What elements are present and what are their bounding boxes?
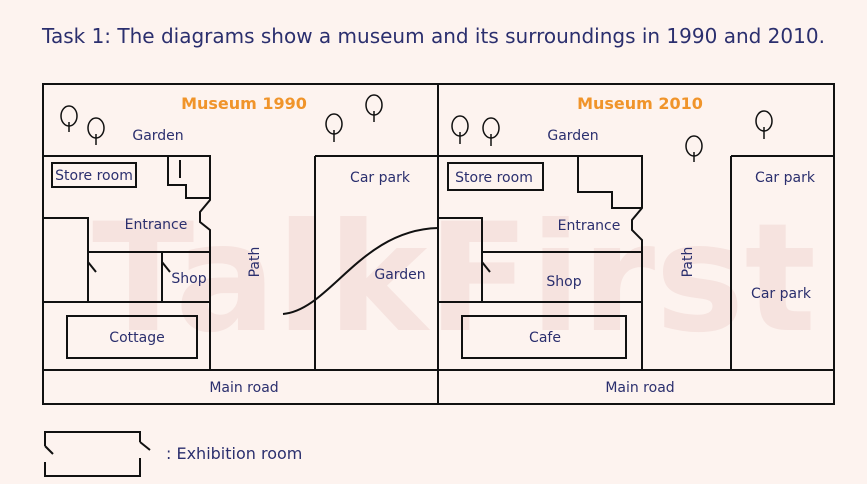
map-2010-border <box>437 83 835 405</box>
small-room-1990 <box>167 156 210 199</box>
main-road-label: Main road <box>209 380 278 396</box>
step-room-2010 <box>577 156 642 209</box>
tree-icon <box>325 113 343 142</box>
museum-building-outline <box>43 155 211 370</box>
entrance-label: Entrance <box>558 218 621 234</box>
store-room-label: Store room <box>55 168 133 184</box>
map-2010: Museum 2010 Garden Store room Entrance S… <box>437 83 835 405</box>
left-room-wall <box>43 217 210 253</box>
cafe-label: Cafe <box>529 330 561 346</box>
car-park-bottom-label: Car park <box>751 286 812 302</box>
museum-building-outline <box>438 155 643 370</box>
tree-icon <box>87 117 105 145</box>
diagram-title: Task 1: The diagrams show a museum and i… <box>42 24 825 48</box>
map-1990-title: Museum 1990 <box>181 94 307 113</box>
tree-icon <box>451 115 469 144</box>
tree-icon <box>755 110 773 139</box>
cafe-box <box>461 315 627 359</box>
left-room-wall <box>438 217 642 253</box>
tree-icon <box>60 105 78 132</box>
tree-icon <box>685 135 703 162</box>
garden-right-label: Garden <box>374 267 425 283</box>
garden-top-label: Garden <box>132 128 183 144</box>
door-shop <box>161 261 171 273</box>
map-2010-title: Museum 2010 <box>577 94 703 113</box>
legend-label: : Exhibition room <box>166 444 303 463</box>
garden-path-curve <box>282 227 439 315</box>
tree-icon <box>365 94 383 122</box>
watermark: TalkFirst <box>92 192 816 366</box>
exhibition-room-legend-symbol <box>44 431 151 477</box>
shop-label: Shop <box>171 271 206 287</box>
door-left-1 <box>87 261 97 273</box>
car-park-top-label: Car park <box>755 170 816 186</box>
shop-label: Shop <box>546 274 581 290</box>
store-room-1990-box <box>51 162 137 188</box>
path-label: Path <box>247 247 263 278</box>
car-park-label: Car park <box>350 170 411 186</box>
tree-icon <box>482 117 500 146</box>
cottage-box <box>66 315 198 359</box>
main-road-label: Main road <box>605 380 674 396</box>
path-label: Path <box>680 247 696 278</box>
store-room-2010-box <box>447 162 544 191</box>
garden-top-label: Garden <box>547 128 598 144</box>
entrance-label: Entrance <box>125 217 188 233</box>
store-room-label: Store room <box>455 170 533 186</box>
map-1990: Museum 1990 Garden Store room Entrance S… <box>42 83 439 405</box>
cottage-label: Cottage <box>109 330 164 346</box>
door-left-1 <box>481 261 491 273</box>
